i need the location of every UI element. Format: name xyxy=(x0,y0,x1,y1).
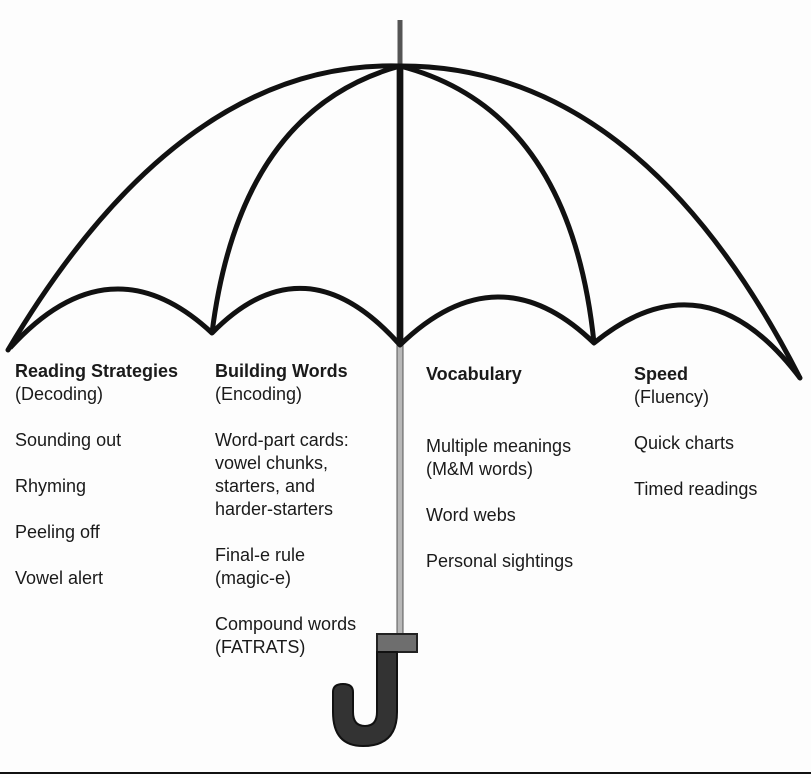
item-line: (magic-e) xyxy=(215,568,292,588)
column-heading: Reading Strategies xyxy=(15,361,179,381)
column-heading: Vocabulary xyxy=(426,364,522,384)
list-item: Timed readings xyxy=(634,478,809,501)
item-line: (M&M words) xyxy=(426,459,533,479)
list-item: Final-e rule (magic-e) xyxy=(215,544,405,590)
item-line: Peeling off xyxy=(15,522,100,542)
list-item: Word webs xyxy=(426,504,616,527)
list-item: Peeling off xyxy=(15,521,210,544)
column-building-words: Building Words (Encoding) Word-part card… xyxy=(215,360,405,659)
item-line: Compound words xyxy=(215,614,357,634)
umbrella-scallops xyxy=(8,286,802,380)
item-line: Multiple meanings xyxy=(426,436,572,456)
umbrella-rib-left xyxy=(209,63,401,334)
list-item: Sounding out xyxy=(15,429,210,452)
item-line: Timed readings xyxy=(634,479,758,499)
umbrella-canopy-outline xyxy=(5,63,803,381)
column-heading: Speed xyxy=(634,364,689,384)
item-line: Word webs xyxy=(426,505,516,525)
list-item: Multiple meanings (M&M words) xyxy=(426,435,616,481)
list-item: Compound words (FATRATS) xyxy=(215,613,405,659)
list-item: Quick charts xyxy=(634,432,809,455)
column-subheading: (Fluency) xyxy=(634,387,710,407)
list-item: Rhyming xyxy=(15,475,210,498)
item-line: vowel chunks, xyxy=(215,453,329,473)
column-speed: Speed (Fluency) Quick charts Timed readi… xyxy=(634,363,809,501)
column-subheading: (Encoding) xyxy=(215,384,303,404)
item-line: Personal sightings xyxy=(426,551,574,571)
umbrella-rib-right xyxy=(399,63,597,344)
item-line: Sounding out xyxy=(15,430,122,450)
item-line: Quick charts xyxy=(634,433,735,453)
item-line: harder-starters xyxy=(215,499,334,519)
item-line: (FATRATS) xyxy=(215,637,306,657)
item-line: Final-e rule xyxy=(215,545,306,565)
item-line: Word-part cards: xyxy=(215,430,349,450)
list-item: Word-part cards: vowel chunks, starters,… xyxy=(215,429,405,521)
column-heading: Building Words xyxy=(215,361,348,381)
column-vocabulary: Vocabulary Multiple meanings (M&M words)… xyxy=(426,363,616,573)
item-line: starters, and xyxy=(215,476,316,496)
item-line: Vowel alert xyxy=(15,568,104,588)
umbrella-handle xyxy=(332,651,398,748)
column-subheading: (Decoding) xyxy=(15,384,104,404)
list-item: Personal sightings xyxy=(426,550,616,573)
list-item: Vowel alert xyxy=(15,567,210,590)
item-line: Rhyming xyxy=(15,476,87,496)
column-reading-strategies: Reading Strategies (Decoding) Sounding o… xyxy=(15,360,210,590)
